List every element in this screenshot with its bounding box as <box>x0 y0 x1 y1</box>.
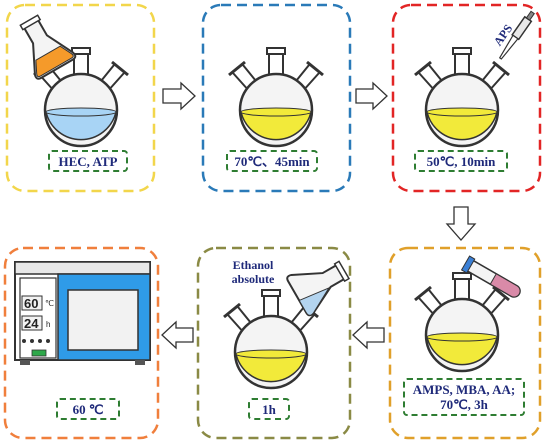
step-1-label: HEC, ATP <box>48 150 128 172</box>
step-4-label-line-1: AMPS, MBA, AA; <box>412 382 516 397</box>
three-neck-flask-icon <box>414 47 510 148</box>
oven-temp-value: 60 <box>24 296 39 311</box>
erlenmeyer-flask-icon <box>19 14 77 80</box>
three-neck-flask-icon <box>223 289 319 390</box>
ethanol-label-line-2: absolute <box>231 272 275 286</box>
step-box-1 <box>5 3 156 193</box>
pipette-icon <box>498 10 535 60</box>
arrow-left-2 <box>161 320 194 350</box>
drying-oven-icon <box>14 261 151 365</box>
ethanol-label: Ethanol absolute <box>222 258 284 286</box>
arrow-right-1 <box>162 81 196 111</box>
step-box-6 <box>3 246 160 440</box>
step-box-3 <box>391 3 542 193</box>
step-6-label: 60 ℃ <box>56 398 120 420</box>
step-4-label: AMPS, MBA, AA; 70℃, 3h <box>403 378 525 416</box>
three-neck-flask-icon <box>228 47 324 148</box>
step-box-5 <box>196 246 352 440</box>
ethanol-label-line-1: Ethanol <box>232 258 274 272</box>
oven-time-value: 24 <box>24 316 39 331</box>
step-3-label: 50℃, 10min <box>414 150 508 172</box>
step-box-4 <box>388 246 542 440</box>
arrow-left-1 <box>352 320 385 350</box>
oven-temp-unit: ℃ <box>45 299 54 308</box>
arrow-right-2 <box>355 81 388 111</box>
step-box-2 <box>201 3 352 193</box>
three-neck-flask-icon <box>414 272 510 373</box>
ethanol-flask-icon <box>286 260 351 317</box>
oven-time-unit: h <box>46 320 51 329</box>
step-4-label-line-2: 70℃, 3h <box>440 397 488 412</box>
arrow-down <box>445 206 477 241</box>
step-5-label: 1h <box>248 398 290 420</box>
test-tube-icon <box>460 255 521 298</box>
step-2-label: 70℃、45min <box>226 150 318 172</box>
